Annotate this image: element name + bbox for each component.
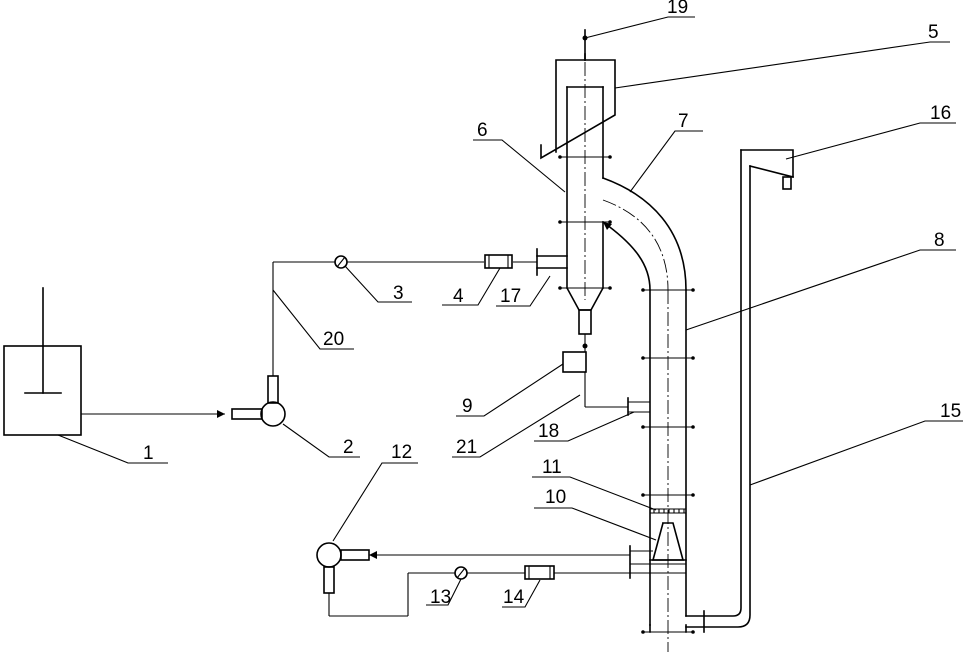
label-10: 10 xyxy=(545,487,566,508)
pipe-20 xyxy=(273,262,537,376)
flowmeter-14 xyxy=(525,566,630,579)
label-9: 9 xyxy=(462,396,473,417)
label-5: 5 xyxy=(928,22,939,43)
nozzle-17 xyxy=(537,249,567,275)
overflow-16 xyxy=(741,150,793,189)
label-19: 19 xyxy=(667,0,688,18)
label-15: 15 xyxy=(940,401,961,422)
label-13: 13 xyxy=(430,587,451,608)
riser-8 xyxy=(641,288,695,652)
label-6: 6 xyxy=(477,120,488,141)
component-labels: 1 2 3 4 5 6 7 8 9 10 11 12 13 14 15 16 1… xyxy=(143,0,961,608)
label-18: 18 xyxy=(538,421,559,442)
leader-lines xyxy=(58,17,963,607)
label-17: 17 xyxy=(500,286,521,307)
label-3: 3 xyxy=(393,283,404,304)
pump-2 xyxy=(232,376,285,426)
label-4: 4 xyxy=(453,286,464,307)
label-12: 12 xyxy=(391,442,412,463)
bend-7 xyxy=(603,178,686,290)
label-2: 2 xyxy=(343,437,354,458)
vessel-9 xyxy=(563,348,586,372)
label-7: 7 xyxy=(678,111,689,132)
separator-5 xyxy=(541,30,615,158)
label-1: 1 xyxy=(143,443,154,464)
flowmeter-4 xyxy=(485,255,512,268)
label-20: 20 xyxy=(323,329,344,350)
tank-1 xyxy=(4,288,225,435)
pipe-15 xyxy=(686,150,750,632)
valve-13 xyxy=(455,567,525,579)
label-14: 14 xyxy=(503,587,525,608)
pipe-21 xyxy=(585,372,650,415)
label-16: 16 xyxy=(930,103,951,124)
label-8: 8 xyxy=(934,230,945,251)
column-6 xyxy=(558,40,612,349)
label-21: 21 xyxy=(456,437,477,458)
label-11: 11 xyxy=(542,457,562,478)
